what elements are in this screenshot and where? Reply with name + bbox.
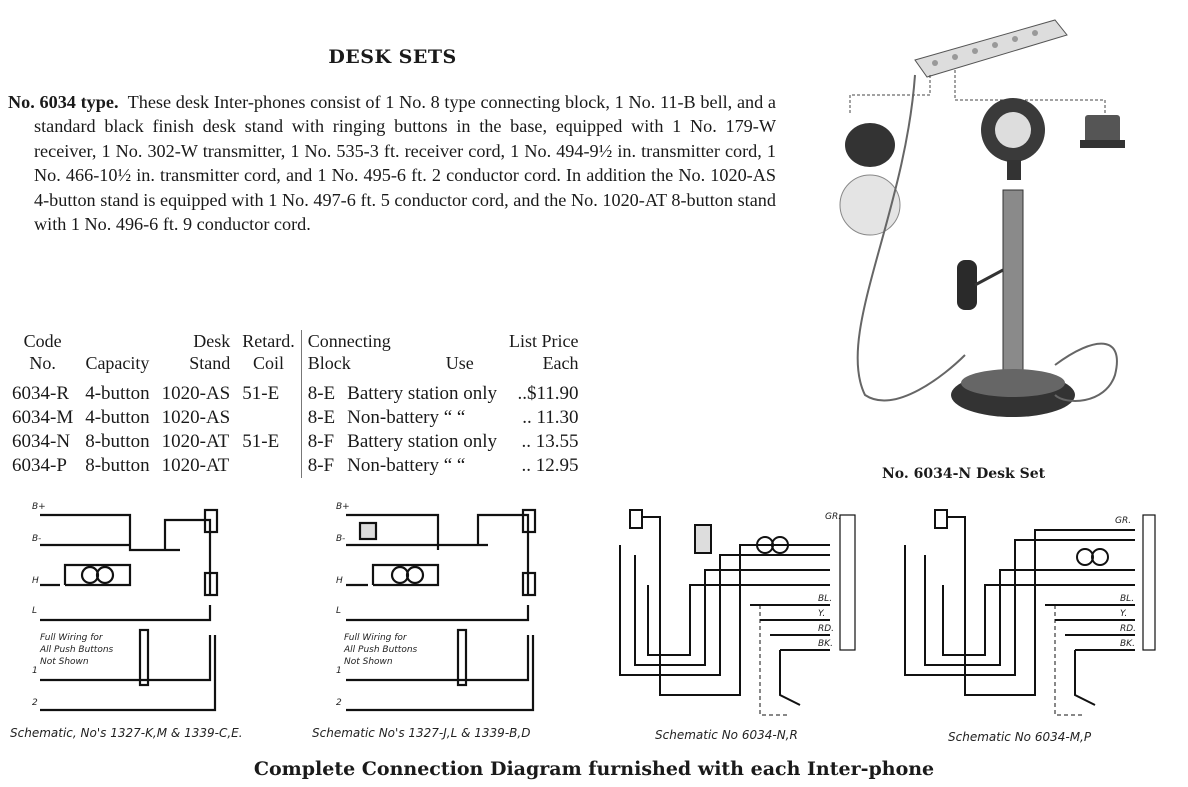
- cell-price: ..$11.90: [517, 383, 579, 404]
- cell-stand: 1020-AS: [161, 407, 231, 428]
- wire-label: RD.: [818, 624, 834, 634]
- cell-capacity: 4-button: [85, 383, 150, 404]
- cell-coil: 51-E: [242, 383, 280, 404]
- header-retard-coil: Retard.Coil: [242, 331, 295, 373]
- cell-stand: 1020-AS: [161, 383, 231, 404]
- schematic-4-caption: Schematic No 6034-M,P: [948, 730, 1092, 744]
- wiring-note: Not Shown: [40, 657, 89, 667]
- cell-capacity: 8-button: [85, 431, 150, 452]
- cell-code: 6034-M: [12, 407, 74, 428]
- cell-use: Non-battery “ “: [347, 407, 466, 428]
- cell-stand: 1020-AT: [161, 455, 230, 476]
- cell-use: Battery station only: [347, 431, 498, 452]
- cell-block: 8-E: [300, 382, 342, 406]
- terminal-2: 2: [32, 698, 38, 708]
- schematic-4: GR. BL. Y. RD. BK.: [895, 505, 1165, 720]
- wire-label: Y.: [818, 609, 825, 619]
- wiring-note: All Push Buttons: [343, 645, 418, 655]
- page-heading: DESK SETS: [328, 46, 457, 68]
- cell-price: .. 13.55: [521, 431, 579, 452]
- schematic-3: GR. BL. Y. RD. BK.: [600, 505, 870, 720]
- cell-block: 8-E: [300, 406, 342, 430]
- terminal-l: L: [32, 606, 37, 616]
- schematic-2-caption: Schematic No's 1327-J,L & 1339-B,D: [312, 726, 531, 740]
- schematic-3-caption: Schematic No 6034-N,R: [655, 728, 798, 742]
- illustration-caption: No. 6034-N Desk Set: [882, 466, 1046, 482]
- cell-price: .. 12.95: [521, 455, 579, 476]
- schematic-1-caption: Schematic, No's 1327-K,M & 1339-C,E.: [10, 726, 243, 740]
- wire-label: GR.: [825, 512, 841, 522]
- terminal-l: L: [336, 606, 341, 616]
- wire-label: Y.: [1120, 609, 1127, 619]
- cell-code: 6034-N: [12, 431, 71, 452]
- wiring-note: Full Wiring for: [344, 633, 408, 643]
- cell-code: 6034-P: [12, 455, 67, 476]
- wiring-note: All Push Buttons: [39, 645, 114, 655]
- cell-price: .. 11.30: [522, 407, 579, 428]
- cell-stand: 1020-AT: [161, 431, 230, 452]
- wire-label: BK.: [818, 639, 833, 649]
- desk-set-illustration: [835, 15, 1135, 435]
- cell-code: 6034-R: [12, 383, 69, 404]
- wiring-note: Not Shown: [344, 657, 393, 667]
- wire-label: RD.: [1120, 624, 1136, 634]
- terminal-b-minus: B-: [336, 534, 345, 544]
- connecting-block-image: [914, 19, 1068, 78]
- description-lead: No. 6034 type.: [8, 92, 119, 112]
- terminal-b-plus: B+: [336, 502, 350, 512]
- footer-note: Complete Connection Diagram furnished wi…: [253, 758, 935, 780]
- cell-block: 8-F: [300, 454, 342, 478]
- cell-coil: 51-E: [242, 431, 280, 452]
- terminal-1: 1: [336, 666, 342, 676]
- terminal-h: H: [32, 576, 39, 586]
- terminal-b-minus: B-: [32, 534, 41, 544]
- terminal-2: 2: [336, 698, 342, 708]
- cell-use: Battery station only: [347, 383, 498, 404]
- cell-capacity: 8-button: [85, 455, 150, 476]
- header-capacity: Capacity: [85, 353, 150, 373]
- cell-coil: [236, 454, 301, 478]
- wire-label: GR.: [1115, 516, 1131, 526]
- terminal-b-plus: B+: [32, 502, 46, 512]
- schematic-2: B+ B- H L 1 2 Full Wiring for All Push B…: [328, 495, 568, 720]
- retard-coil-image: [1080, 115, 1125, 148]
- wire-label: BL.: [1120, 594, 1134, 604]
- terminal-h: H: [336, 576, 343, 586]
- product-description: No. 6034 type. These desk Inter-phones c…: [8, 90, 776, 236]
- schematic-1: B+ B- H L 1 2 Full Wiring for All Push B…: [20, 495, 260, 720]
- wire-label: BK.: [1120, 639, 1135, 649]
- candlestick-phone-image: [856, 74, 1118, 417]
- wire-label: BL.: [818, 594, 832, 604]
- wiring-note: Full Wiring for: [40, 633, 104, 643]
- cell-capacity: 4-button: [85, 407, 150, 428]
- description-body: These desk Inter-phones consist of 1 No.…: [34, 92, 777, 235]
- cell-block: 8-F: [300, 430, 342, 454]
- cell-use: Non-battery “ “: [347, 455, 466, 476]
- terminal-1: 1: [32, 666, 38, 676]
- bell-image: [839, 123, 901, 236]
- cell-coil: [236, 406, 301, 430]
